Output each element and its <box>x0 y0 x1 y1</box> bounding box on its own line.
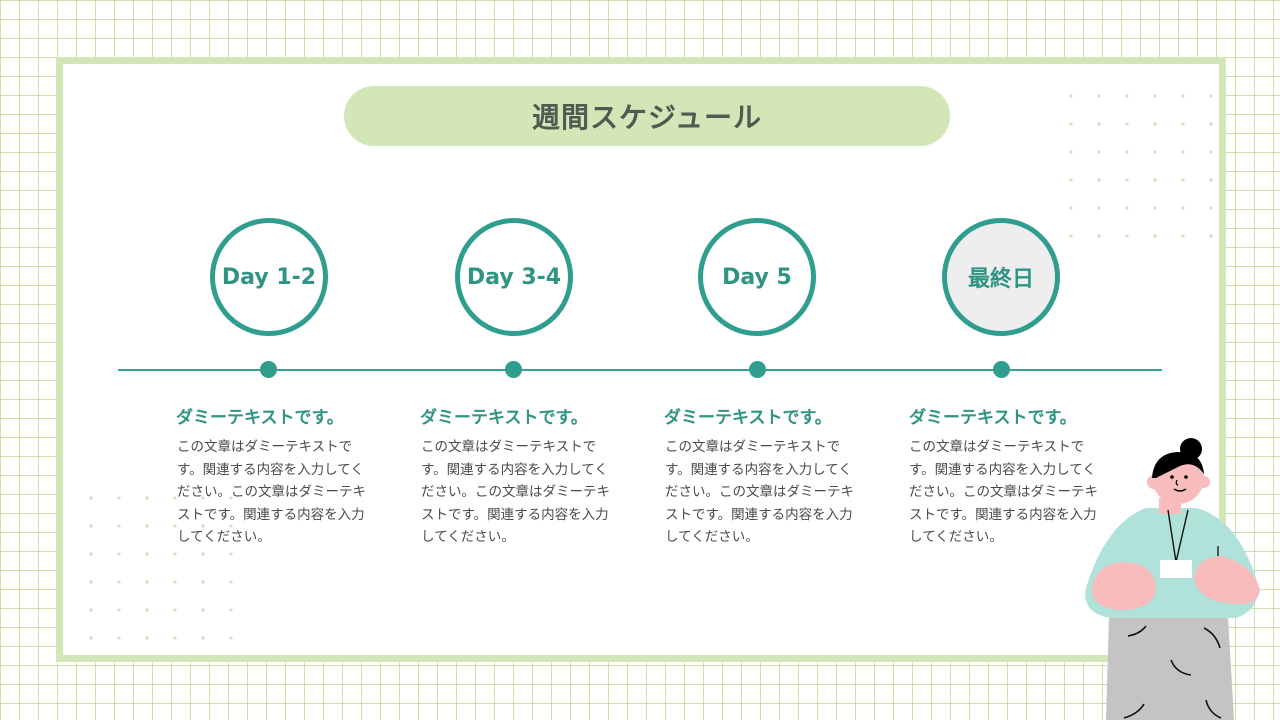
step-description: この文章はダミーテキストです。関連する内容を入力してください。この文章はダミーテ… <box>421 439 610 545</box>
step-heading: ダミーテキストです。 <box>176 408 344 428</box>
day-circle-final: 最終日 <box>942 218 1060 336</box>
step-heading: ダミーテキストです。 <box>420 408 588 428</box>
day-circle-3: Day 5 <box>698 218 816 336</box>
decorative-dot-grid-bottom-left <box>77 484 245 652</box>
title-banner: 週間スケジュール <box>344 86 950 146</box>
timeline-marker-2 <box>505 361 522 378</box>
slide-title: 週間スケジュール <box>531 101 763 134</box>
step-description: この文章はダミーテキストです。関連する内容を入力してください。この文章はダミーテ… <box>665 439 854 545</box>
day-label: Day 3-4 <box>466 264 562 290</box>
decorative-dot-grid-top-right <box>1057 82 1225 250</box>
step-description: この文章はダミーテキストです。関連する内容を入力してください。この文章はダミーテ… <box>909 439 1098 545</box>
timeline-marker-1 <box>260 361 277 378</box>
day-label: 最終日 <box>967 267 1034 292</box>
day-circle-2: Day 3-4 <box>455 218 573 336</box>
step-heading: ダミーテキストです。 <box>909 408 1077 428</box>
day-circle-1: Day 1-2 <box>210 218 328 336</box>
day-label: Day 1-2 <box>221 264 317 290</box>
step-heading: ダミーテキストです。 <box>664 408 832 428</box>
slide-frame: 週間スケジュール Day 1-2 ダミーテキストです。 この文章はダミーテキスト… <box>56 57 1226 662</box>
step-description: この文章はダミーテキストです。関連する内容を入力してください。この文章はダミーテ… <box>177 439 366 545</box>
person-illustration <box>1085 438 1260 720</box>
timeline-marker-3 <box>749 361 766 378</box>
timeline-marker-4 <box>993 361 1010 378</box>
skirt-shape <box>1106 616 1234 720</box>
timeline-line <box>118 369 1162 371</box>
day-label: Day 5 <box>722 264 792 290</box>
